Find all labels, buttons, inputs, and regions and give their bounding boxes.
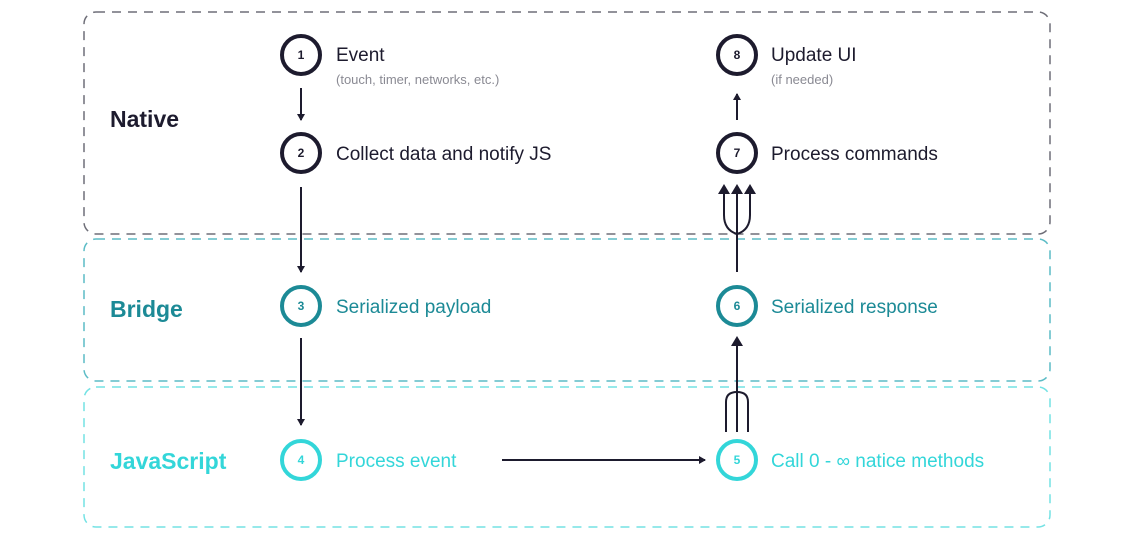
step-4-title: Process event <box>336 451 457 472</box>
bridge-lane-box <box>83 238 1051 382</box>
step-3-number: 3 <box>298 299 305 313</box>
step-7-title: Process commands <box>771 144 938 165</box>
native-lane-label: Native <box>110 106 179 132</box>
javascript-lane-label: JavaScript <box>110 448 227 474</box>
fork-arrow-6-to-7 <box>723 192 751 272</box>
step-5-number: 5 <box>734 453 741 467</box>
fork-arrow-5-to-6 <box>725 342 749 432</box>
step-8-title: Update UI <box>771 45 857 66</box>
bridge-lane-label: Bridge <box>110 296 183 322</box>
step-2: 2 Collect data and notify JS <box>280 132 551 174</box>
step-1-title: Event <box>336 45 385 66</box>
step-1: 1 Event (touch, timer, networks, etc.) <box>280 34 499 87</box>
step-8: 8 Update UI (if needed) <box>716 34 857 87</box>
step-8-number: 8 <box>734 48 741 62</box>
step-3: 3 Serialized payload <box>280 285 491 327</box>
step-6-number: 6 <box>734 299 741 313</box>
step-5: 5 Call 0 - ∞ natice methods <box>716 439 984 481</box>
step-7-number: 7 <box>734 146 741 160</box>
step-4-number: 4 <box>298 453 305 467</box>
step-2-number: 2 <box>298 146 305 160</box>
native-lane-box <box>83 11 1051 235</box>
step-4: 4 Process event <box>280 439 457 481</box>
step-1-number: 1 <box>298 48 305 62</box>
step-1-subtitle: (touch, timer, networks, etc.) <box>336 72 499 87</box>
step-5-title: Call 0 - ∞ natice methods <box>771 451 984 472</box>
step-7: 7 Process commands <box>716 132 938 174</box>
javascript-lane-box <box>83 386 1051 528</box>
step-6: 6 Serialized response <box>716 285 938 327</box>
step-8-subtitle: (if needed) <box>771 72 833 87</box>
step-2-title: Collect data and notify JS <box>336 144 551 165</box>
step-3-title: Serialized payload <box>336 297 491 318</box>
step-6-title: Serialized response <box>771 297 938 318</box>
